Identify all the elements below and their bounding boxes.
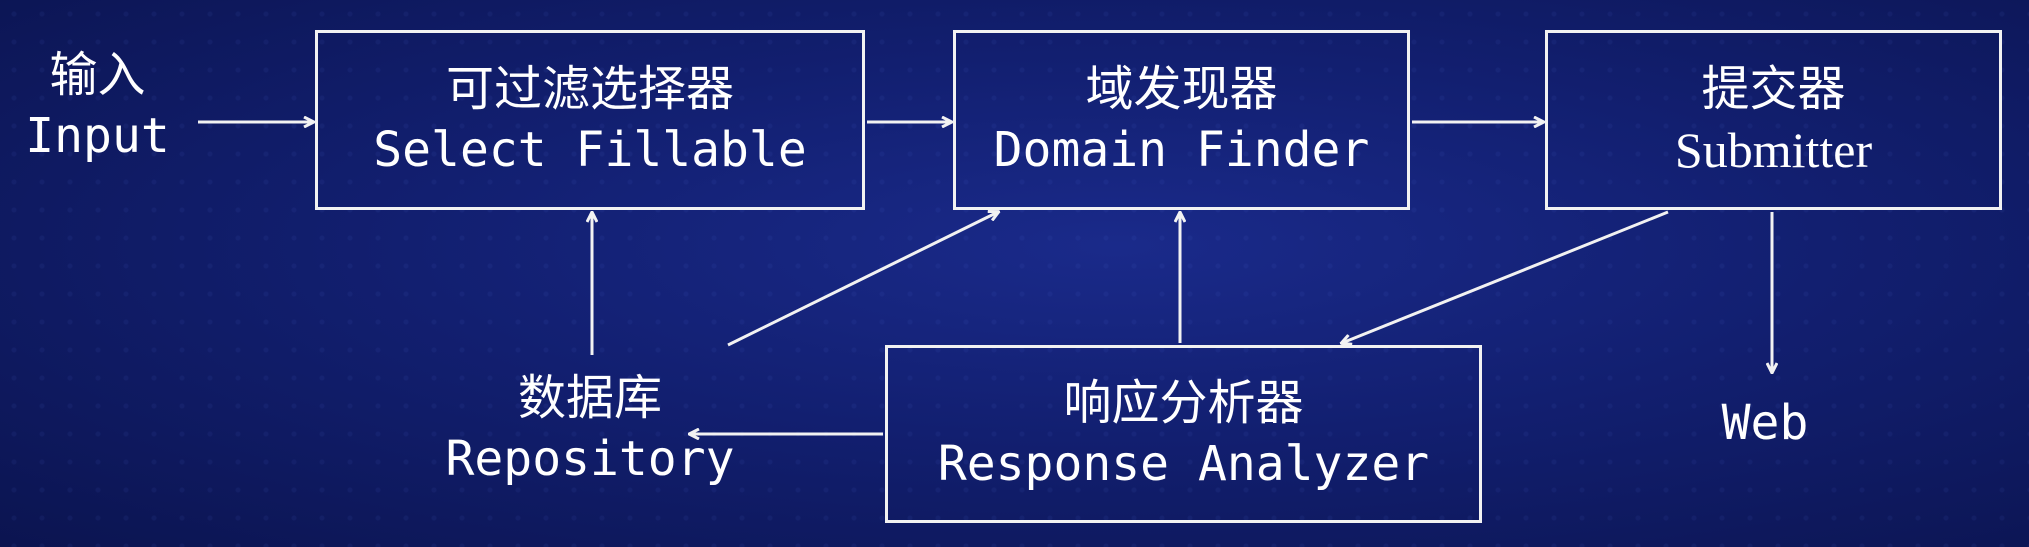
repository-label: 数据库 Repository [420, 368, 760, 490]
response-analyzer-box: 响应分析器 Response Analyzer [885, 345, 1482, 523]
input-label: 输入 Input [20, 45, 175, 167]
arrow-submitter-to-analyzer [1342, 210, 1669, 343]
domain-finder-label-zh: 域发现器 [1085, 61, 1278, 117]
domain-finder-label-en: Domain Finder [993, 122, 1370, 178]
web-label: Web [1700, 392, 1830, 454]
select-fillable-label-zh: 可过滤选择器 [445, 61, 734, 117]
response-analyzer-label-en: Response Analyzer [937, 436, 1430, 492]
input-label-zh: 输入 [49, 47, 146, 103]
select-fillable-box: 可过滤选择器 Select Fillable [315, 30, 865, 210]
response-analyzer-label-zh: 响应分析器 [1063, 375, 1304, 431]
repository-label-zh: 数据库 [517, 370, 662, 426]
domain-finder-box: 域发现器 Domain Finder [953, 30, 1410, 210]
submitter-label-en: Submitter [1674, 122, 1873, 178]
input-label-en: Input [25, 108, 170, 164]
web-label-en: Web [1721, 395, 1809, 451]
arrow-repository-to-domain [727, 212, 998, 347]
repository-label-en: Repository [445, 431, 735, 487]
submitter-label-zh: 提交器 [1701, 61, 1846, 117]
submitter-box: 提交器 Submitter [1545, 30, 2002, 210]
select-fillable-label-en: Select Fillable [373, 122, 807, 178]
